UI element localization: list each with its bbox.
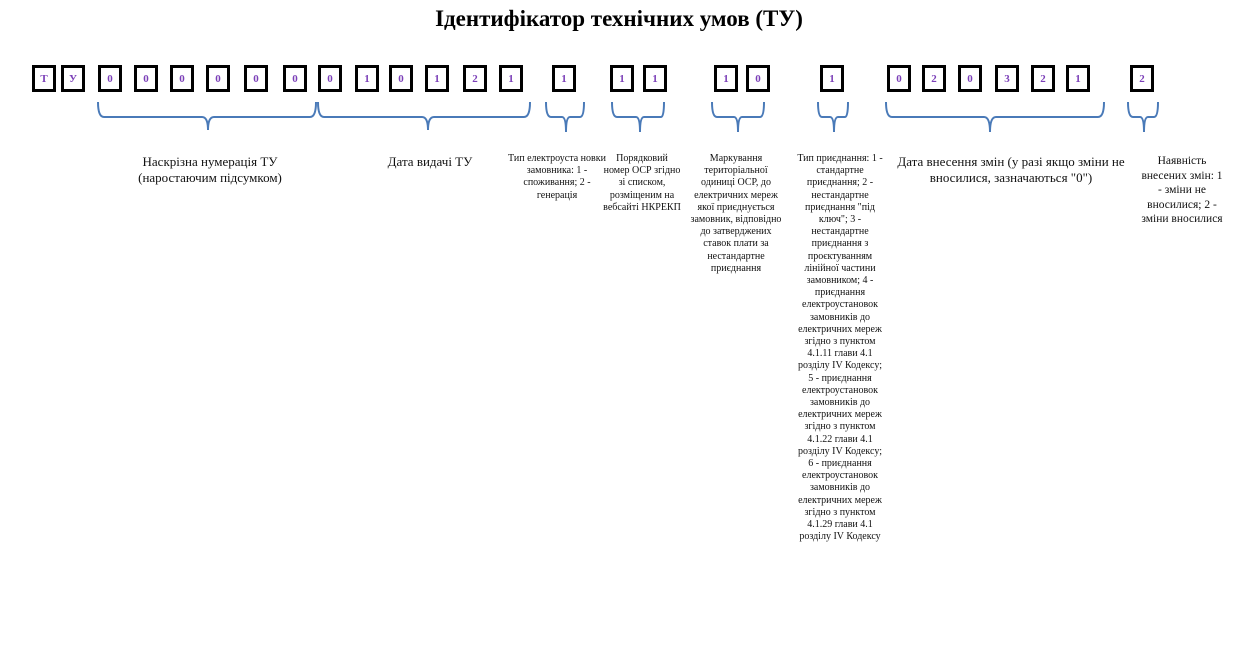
brace-dso-number-path [611, 101, 665, 133]
char-box: 0 [389, 65, 413, 92]
brace-installation-type-path [545, 101, 585, 133]
char-box: 0 [244, 65, 268, 92]
char-box: У [61, 65, 85, 92]
char-box: 0 [318, 65, 342, 92]
char-box: 2 [922, 65, 946, 92]
brace-sequential-number-path [97, 101, 317, 131]
char-box: 0 [283, 65, 307, 92]
char-box: 1 [552, 65, 576, 92]
brace-territorial-unit-path [711, 101, 765, 133]
label-change-date: Дата внесення змін (у разі якщо зміни не… [897, 154, 1125, 185]
brace-issue-date-path [317, 101, 531, 131]
char-box: 2 [463, 65, 487, 92]
char-box: 1 [714, 65, 738, 92]
char-box: 1 [355, 65, 379, 92]
brace-changes-flag-path [1127, 101, 1159, 133]
brace-change-date-path [885, 101, 1105, 133]
char-box: 1 [820, 65, 844, 92]
label-changes-flag: Наявність внесених змін: 1 - зміни не вн… [1141, 155, 1223, 225]
char-box: 0 [958, 65, 982, 92]
char-box: Т [32, 65, 56, 92]
label-sequential-number: Наскрізна нумерація ТУ (наростаючим підс… [138, 154, 282, 185]
char-box: 2 [1130, 65, 1154, 92]
char-box: 0 [134, 65, 158, 92]
char-box: 0 [887, 65, 911, 92]
char-box: 0 [170, 65, 194, 92]
diagram-title: Ідентифікатор технічних умов (ТУ) [435, 6, 803, 31]
char-box: 1 [499, 65, 523, 92]
char-box: 0 [98, 65, 122, 92]
char-box: 1 [643, 65, 667, 92]
label-installation-type: Тип електроуста новки замовника: 1 - спо… [508, 153, 606, 201]
char-box: 0 [206, 65, 230, 92]
char-box: 3 [995, 65, 1019, 92]
char-box: 1 [1066, 65, 1090, 92]
label-issue-date: Дата видачі ТУ [387, 154, 473, 169]
label-dso-number: Порядковий номер ОСР згідно зі списком, … [603, 153, 681, 213]
brace-sequential-number [97, 101, 1159, 133]
brace-connection-type-path [817, 101, 849, 133]
label-territorial-unit: Маркування територіальної одиниці ОСР, д… [690, 153, 782, 274]
char-box: 1 [610, 65, 634, 92]
char-box: 1 [425, 65, 449, 92]
char-box: 0 [746, 65, 770, 92]
char-box: 2 [1031, 65, 1055, 92]
label-connection-type: Тип приєднання: 1 - стандартне приєднанн… [797, 153, 883, 543]
